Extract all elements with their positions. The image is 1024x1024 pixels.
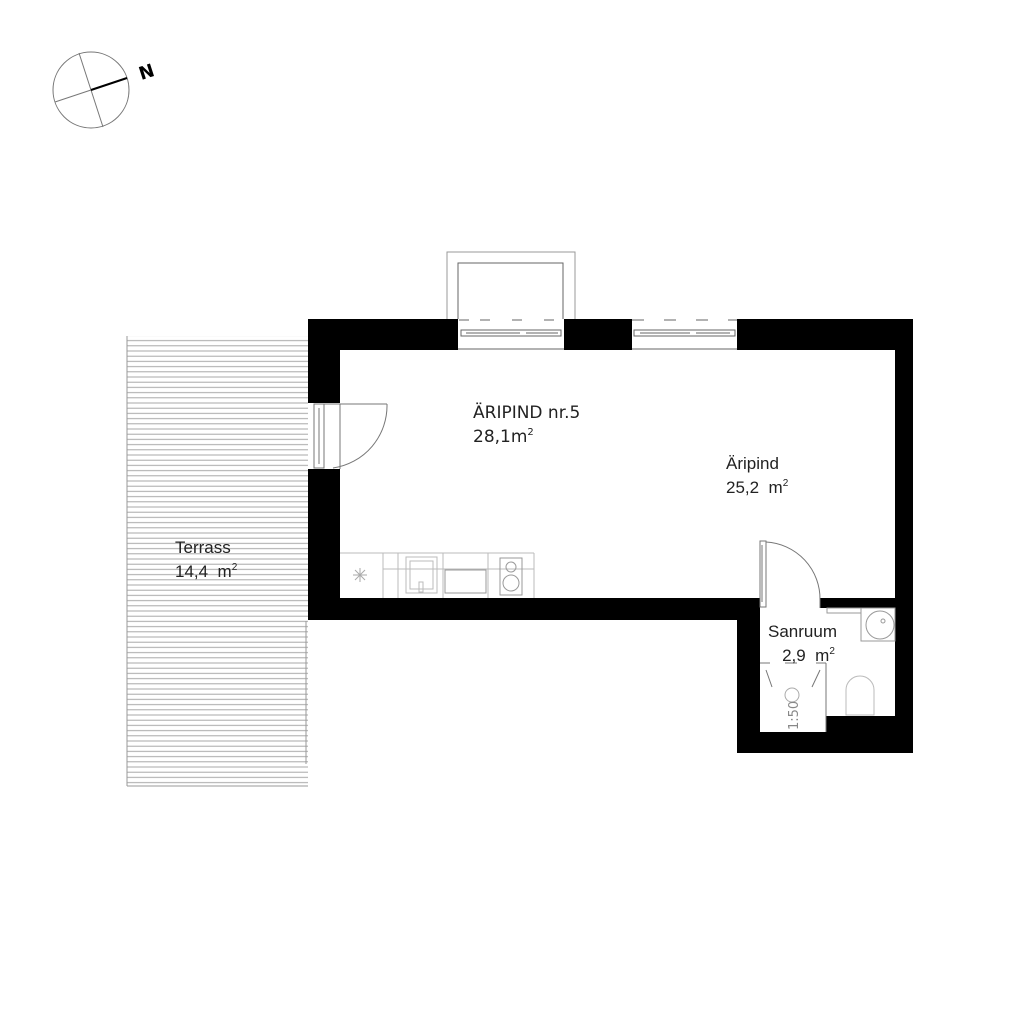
sink-icon bbox=[444, 569, 487, 594]
window-bay bbox=[446, 251, 576, 321]
compass-icon: N bbox=[52, 51, 157, 129]
kitchen-counter bbox=[340, 552, 535, 598]
room-area: 28,1m2 bbox=[473, 427, 534, 447]
room-area: 25,2 m2 bbox=[726, 478, 789, 497]
terrace bbox=[126, 336, 308, 787]
room-label-terrass: Terrass 14,4 m2 bbox=[175, 538, 237, 582]
room-label-aripind-nr5: ÄRIPIND nr.5 28,1m2 bbox=[473, 403, 580, 447]
toilet-icon bbox=[845, 675, 875, 716]
north-label: N bbox=[136, 60, 157, 85]
room-name: Äripind bbox=[726, 454, 779, 473]
bathroom-door bbox=[759, 540, 821, 608]
stove-icon bbox=[499, 557, 523, 596]
entrance-door bbox=[308, 403, 388, 469]
fridge-icon bbox=[353, 568, 367, 582]
walls bbox=[308, 319, 913, 753]
oven-icon bbox=[405, 556, 438, 594]
bathroom-fixtures bbox=[760, 607, 896, 732]
room-area: 2,9 m2 bbox=[782, 646, 835, 665]
drain-slope-label: 1:50 bbox=[787, 701, 802, 730]
room-name: Terrass bbox=[175, 538, 231, 557]
room-name: ÄRIPIND nr.5 bbox=[473, 403, 581, 423]
room-name: Sanruum bbox=[768, 622, 837, 641]
window bbox=[632, 319, 737, 350]
room-label-sanruum: Sanruum 2,9 m2 bbox=[768, 622, 837, 666]
washbasin-icon bbox=[865, 610, 895, 640]
shower-drain-icon bbox=[760, 662, 827, 732]
window bbox=[458, 319, 564, 350]
room-label-aripind: Äripind 25,2 m2 bbox=[726, 454, 788, 498]
room-area: 14,4 m2 bbox=[175, 562, 238, 581]
